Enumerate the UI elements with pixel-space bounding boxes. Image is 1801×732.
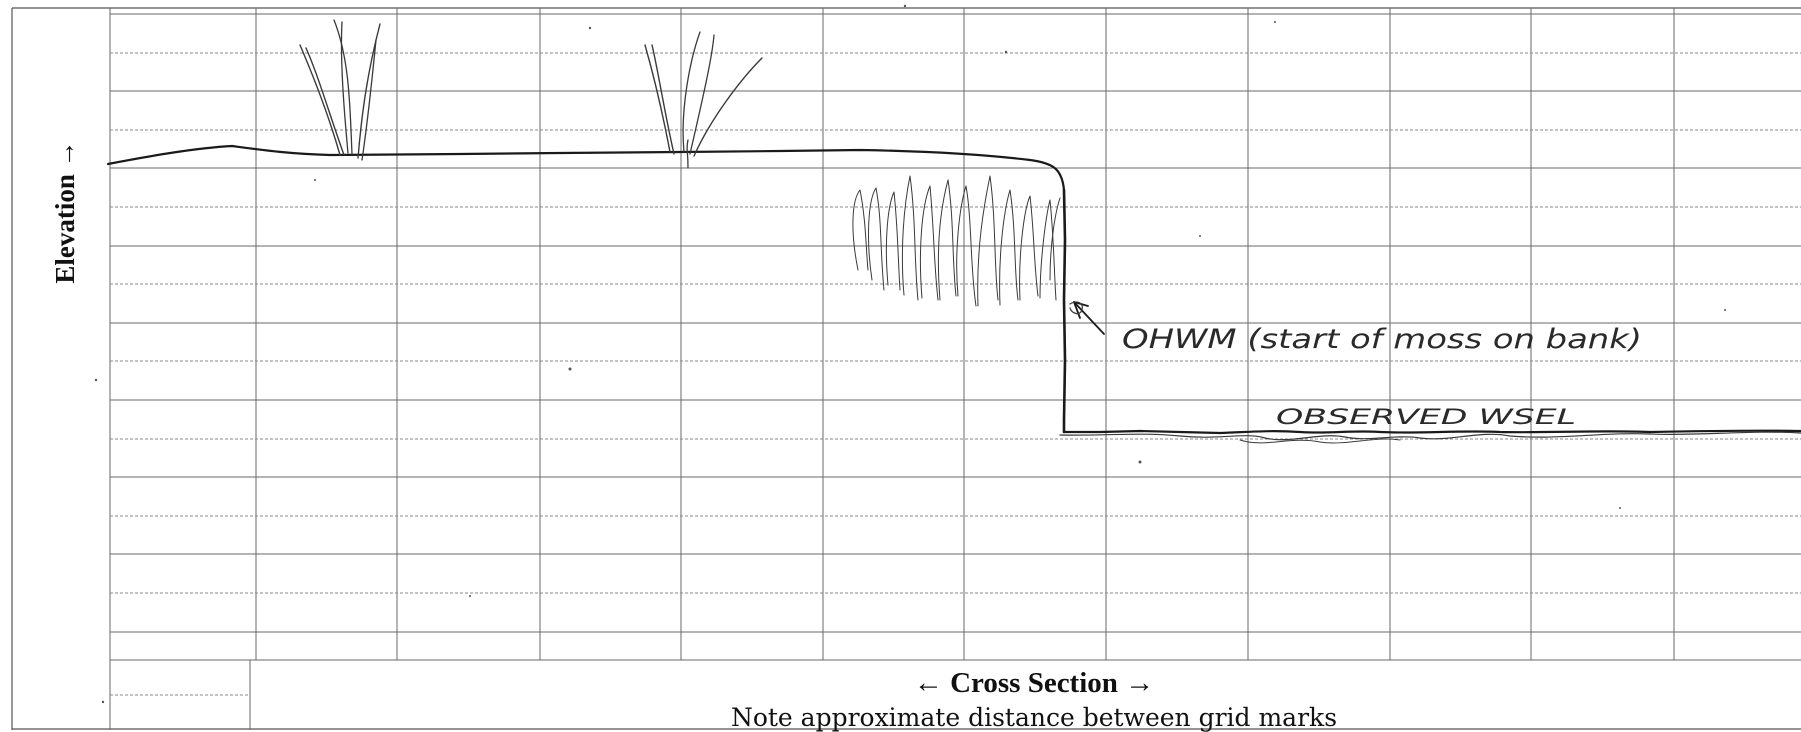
footer-frame [110,659,1801,730]
cross-section-axis-label: ← Cross Section → [914,667,1154,699]
sheet-border [11,7,1801,730]
grid-distance-note: Note approximate distance between grid m… [731,703,1337,732]
grass-tuft-left [299,19,381,161]
grid-horizontal-lines [110,13,1801,633]
moss-vegetation [852,175,1061,307]
ohwm-label: OHWM (start of moss on bank) [1122,324,1642,355]
water-surface-line [1059,429,1801,444]
grass-tuft-right [644,31,763,169]
observed-water-label: OBSERVED WSEL [1276,405,1576,429]
elevation-axis-label: Elevation → [50,140,80,283]
paper-specks [94,4,1726,704]
bank-drop-line [1062,188,1067,434]
ohwm-arrow [1069,301,1105,335]
ground-surface-line [106,144,1066,192]
grid-vertical-lines [109,8,1675,660]
